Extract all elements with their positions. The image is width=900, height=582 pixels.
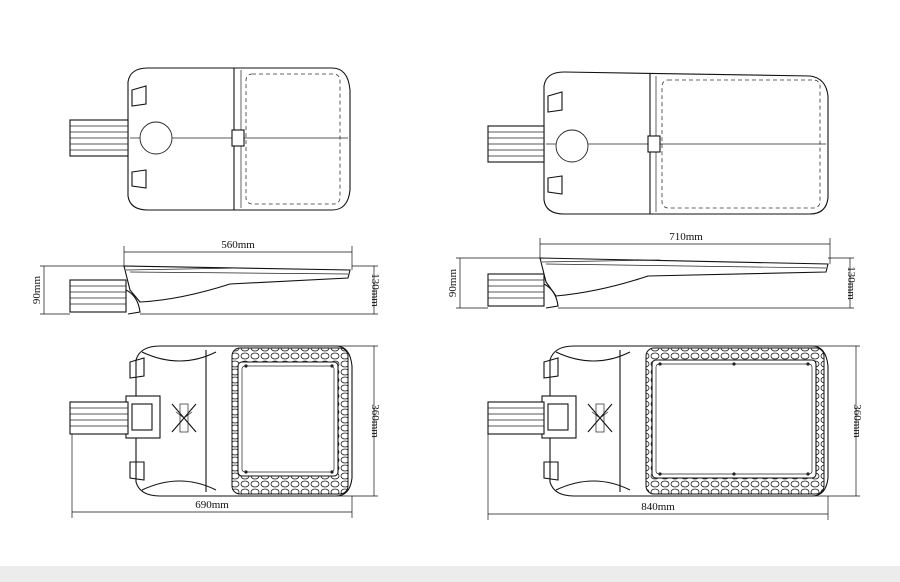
large-bottom-length-label: 840mm <box>641 501 675 513</box>
small-top-view-pole <box>69 119 129 157</box>
technical-drawing: 560mm 130mm 90mm <box>31 67 863 520</box>
large-side-height-label: 130mm <box>845 266 857 300</box>
small-logo-icon <box>171 403 197 433</box>
small-top-view <box>69 67 351 211</box>
large-logo-icon <box>587 403 613 433</box>
small-side-length-label: 560mm <box>221 239 255 251</box>
large-pole-height-label: 90mm <box>447 269 459 298</box>
bottom-strip <box>0 566 900 582</box>
small-bottom-length-label: 690mm <box>195 499 229 511</box>
large-bottom-view-body <box>549 345 829 497</box>
large-top-view-body <box>543 71 829 215</box>
small-bottom-view-body <box>135 345 353 497</box>
large-bottom-view: 840mm 360mm <box>487 345 863 520</box>
large-side-length-label: 710mm <box>669 231 703 243</box>
small-pole-height-label: 90mm <box>31 276 43 305</box>
small-side-view: 560mm 130mm 90mm <box>31 239 381 315</box>
small-side-height-label: 130mm <box>369 273 381 307</box>
large-side-view: 710mm 130mm 90mm <box>447 231 857 309</box>
large-top-view <box>487 71 829 215</box>
large-top-view-pole <box>487 125 545 163</box>
large-side-view-body <box>539 257 829 297</box>
small-top-view-body <box>127 67 351 211</box>
large-bottom-width-label: 360mm <box>851 404 863 438</box>
small-bottom-view: 690mm 360mm <box>69 345 381 518</box>
small-bottom-width-label: 360mm <box>369 404 381 438</box>
small-side-view-body <box>123 265 351 303</box>
